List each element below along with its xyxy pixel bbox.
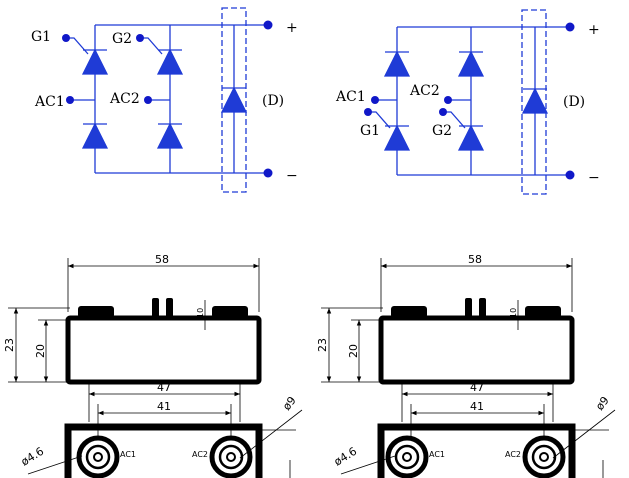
- terminal-minus[interactable]: [263, 168, 273, 178]
- drawing-left: 58 23 20 10 47 41 ø9 ø4.6 AC1 AC2: [3, 253, 303, 478]
- label-plus: +: [588, 22, 600, 38]
- label-minus: −: [286, 168, 298, 184]
- terminal-plus[interactable]: [263, 20, 273, 30]
- terminal-g2[interactable]: [136, 34, 144, 42]
- label-minus: −: [588, 170, 600, 186]
- terminal-g1[interactable]: [364, 108, 372, 116]
- dim-10: 10: [509, 308, 518, 318]
- dim-dia46: ø4.6: [332, 445, 359, 469]
- dim-20: 20: [34, 344, 47, 358]
- dim-41: 41: [470, 400, 484, 413]
- dim-dia46: ø4.6: [19, 445, 46, 469]
- terminal-ac2[interactable]: [444, 96, 452, 104]
- drawing-right: 58 23 20 10 47 41 ø9 ø4.6 AC1 AC2: [316, 253, 616, 478]
- label-ac2: AC2: [192, 450, 208, 459]
- label-ac1: AC1: [34, 94, 65, 110]
- dim-47: 47: [157, 381, 171, 394]
- label-d: (D): [563, 94, 585, 110]
- dim-41: 41: [157, 400, 171, 413]
- dim-23: 23: [316, 338, 329, 352]
- terminal-g1[interactable]: [62, 34, 70, 42]
- dim-20: 20: [347, 344, 360, 358]
- dim-10: 10: [196, 308, 205, 318]
- dim-47: 47: [470, 381, 484, 394]
- label-ac1: AC1: [335, 89, 366, 105]
- label-ac1: AC1: [120, 450, 136, 459]
- label-g2: G2: [112, 31, 132, 47]
- thyristors-right: [383, 50, 549, 151]
- dim-dia9: ø9: [593, 394, 612, 413]
- terminals-left: [62, 20, 273, 178]
- dim-23: 23: [3, 338, 16, 352]
- label-plus: +: [286, 20, 298, 36]
- label-ac2: AC2: [109, 91, 140, 107]
- label-g1: G1: [360, 123, 380, 139]
- terminal-ac1[interactable]: [371, 96, 379, 104]
- thyristors-left: [81, 48, 248, 149]
- terminal-minus[interactable]: [565, 170, 575, 180]
- terminal-ac2[interactable]: [144, 96, 152, 104]
- terminals-right: [364, 22, 575, 180]
- terminal-ac1[interactable]: [66, 96, 74, 104]
- terminal-plus[interactable]: [565, 22, 575, 32]
- label-g1: G1: [31, 29, 51, 45]
- terminal-g2[interactable]: [439, 108, 447, 116]
- label-g2: G2: [432, 123, 452, 139]
- label-ac2: AC2: [409, 83, 440, 99]
- label-ac1: AC1: [429, 450, 445, 459]
- dim-dia9: ø9: [280, 394, 299, 413]
- label-ac2: AC2: [505, 450, 521, 459]
- label-d: (D): [262, 93, 284, 109]
- dim-58: 58: [468, 253, 482, 266]
- dim-58: 58: [155, 253, 169, 266]
